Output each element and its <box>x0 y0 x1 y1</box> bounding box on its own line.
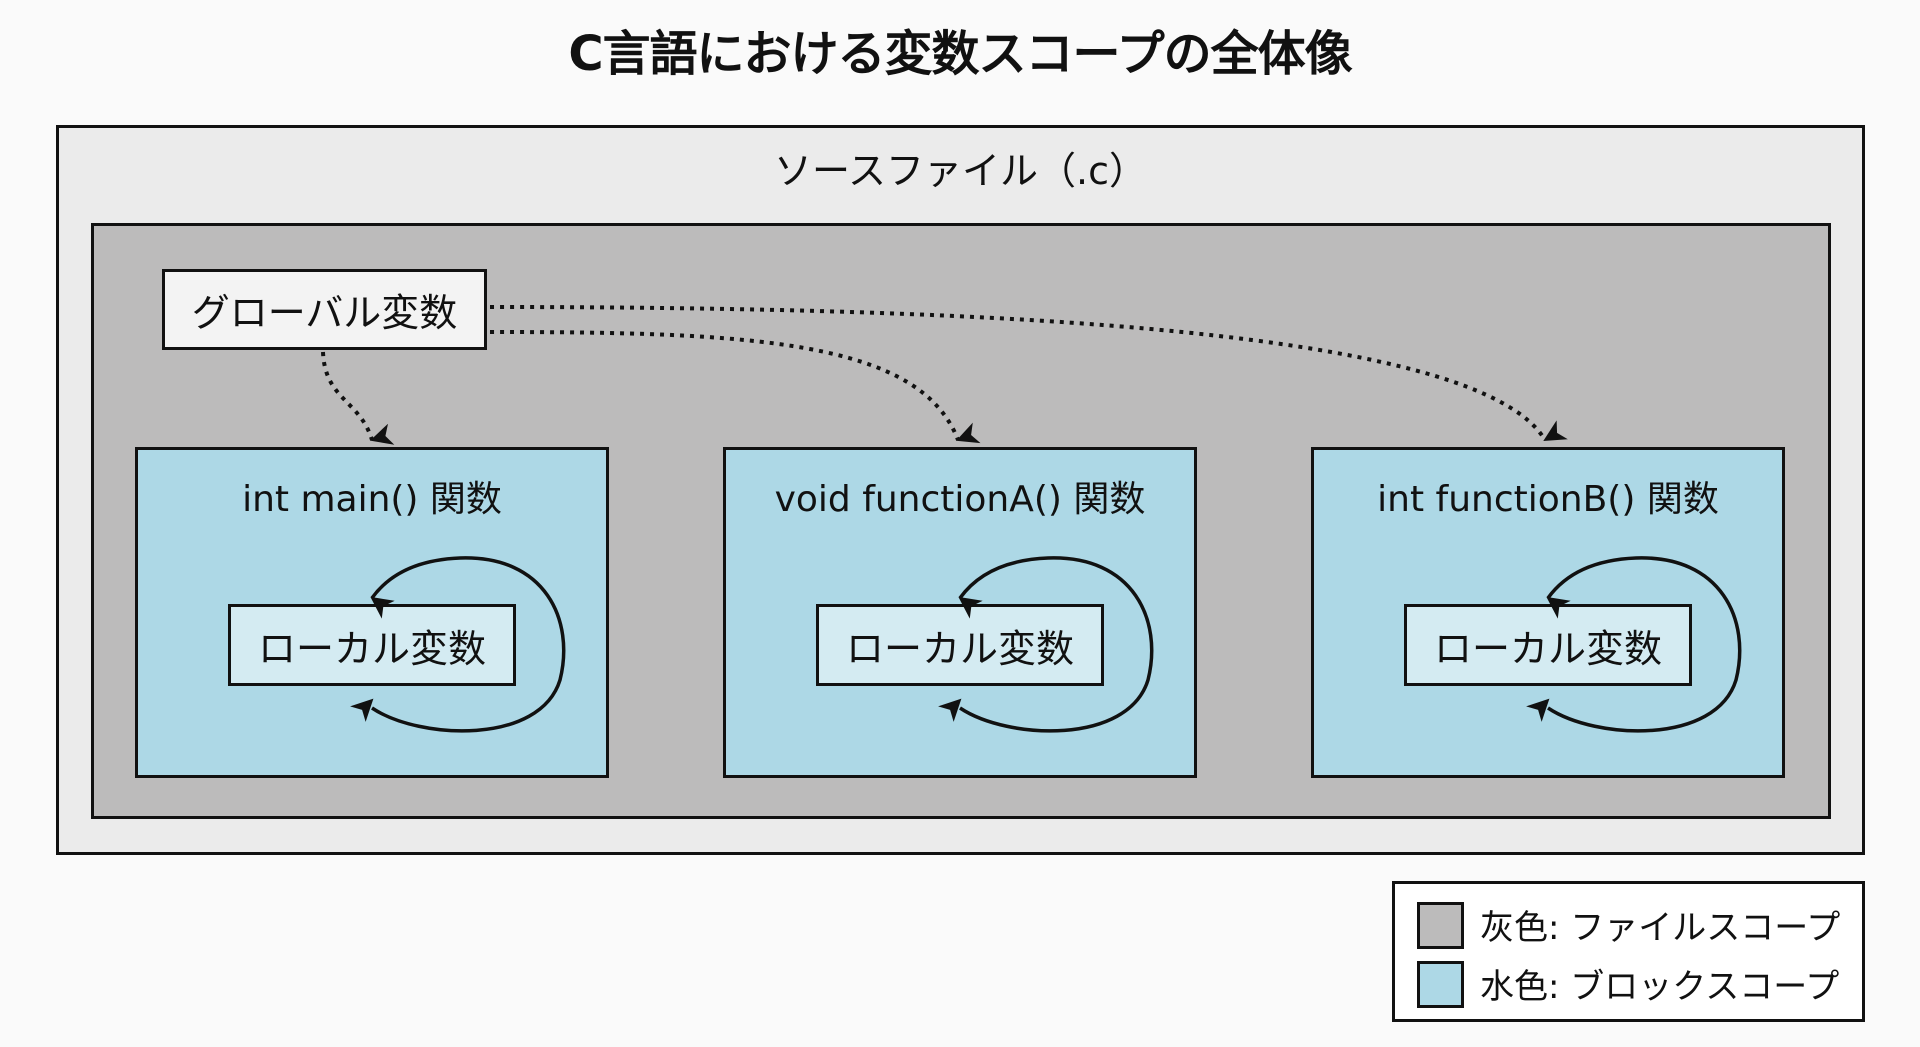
local-variable-label: ローカル変数 <box>257 626 486 671</box>
global-variable-box: グローバル変数 <box>162 269 487 350</box>
local-variable-box: ローカル変数 <box>1404 604 1692 686</box>
legend-swatch-block-scope <box>1417 961 1464 1008</box>
global-variable-label: グローバル変数 <box>191 291 458 335</box>
legend-swatch-file-scope <box>1417 902 1464 949</box>
legend-label-block-scope: 水色: ブロックスコープ <box>1480 967 1840 1007</box>
local-variable-box: ローカル変数 <box>228 604 516 686</box>
local-variable-label: ローカル変数 <box>845 626 1074 671</box>
source-file-label: ソースファイル（.c） <box>773 149 1148 193</box>
function-title: int functionB() 関数 <box>1377 479 1719 520</box>
function-title: int main() 関数 <box>242 479 502 520</box>
diagram-title: C言語における変数スコープの全体像 <box>568 26 1352 82</box>
local-variable-box: ローカル変数 <box>816 604 1104 686</box>
legend-label-file-scope: 灰色: ファイルスコープ <box>1480 908 1841 948</box>
local-variable-label: ローカル変数 <box>1433 626 1662 671</box>
legend: 灰色: ファイルスコープ 水色: ブロックスコープ <box>1392 881 1865 1022</box>
function-title: void functionA() 関数 <box>774 479 1146 520</box>
